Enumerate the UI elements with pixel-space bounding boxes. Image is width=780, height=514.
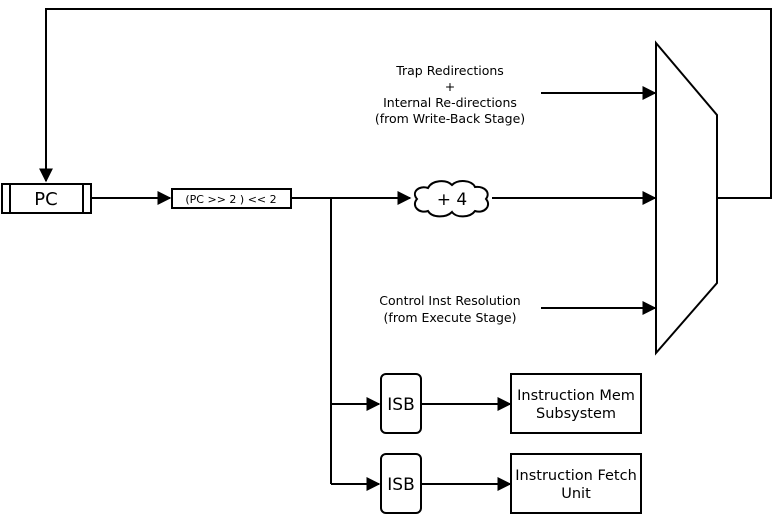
instruction-fetch-unit-box: Instruction Fetch Unit [510,453,642,514]
pc-label: PC [34,189,57,210]
control-resolution-text: Control Inst Resolution (from Execute St… [379,293,520,325]
isb-bottom-box: ISB [380,453,422,514]
svg-text:Instruction Mem: Instruction Mem [517,388,635,404]
svg-text:Control Inst Resolution: Control Inst Resolution [379,293,520,308]
plus4-cloud: + 4 [413,180,490,218]
feedback-wire [39,8,772,199]
svg-text:(from Execute Stage): (from Execute Stage) [384,310,517,325]
isb-top-label: ISB [387,395,414,415]
isb-bottom-label: ISB [387,475,414,495]
svg-text:Subsystem: Subsystem [536,406,616,422]
pc-mux [655,40,718,356]
svg-text:Unit: Unit [561,486,591,502]
instruction-mem-subsystem-box: Instruction Mem Subsystem [510,373,642,434]
shift-label: (PC >> 2 ) << 2 [185,193,276,206]
pc-register: PC [1,183,92,214]
svg-text:Trap Redirections: Trap Redirections [395,63,504,78]
svg-text:+: + [445,79,455,94]
svg-text:Instruction Fetch: Instruction Fetch [515,468,637,484]
svg-text:Internal Re-directions: Internal Re-directions [383,95,517,110]
trap-redirections-text: Trap Redirections + Internal Re-directio… [375,63,525,126]
plus4-label: + 4 [437,190,467,210]
shift-box: (PC >> 2 ) << 2 [171,188,292,209]
svg-text:(from Write-Back Stage): (from Write-Back Stage) [375,111,525,126]
isb-top-box: ISB [380,373,422,434]
